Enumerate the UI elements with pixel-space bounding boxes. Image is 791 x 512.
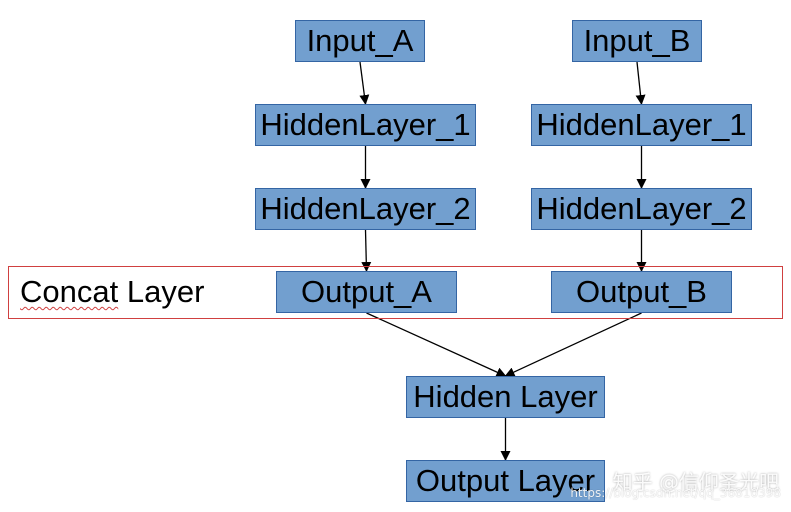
edge-output_a-to-hidden xyxy=(366,312,507,377)
watermark-text: 知乎 @信仰圣光吧 xyxy=(612,470,779,494)
edge-output_b-to-hidden xyxy=(504,312,642,377)
edge-hidden_a2-to-output_a xyxy=(361,229,372,272)
hidden-layer-1-a-node: HiddenLayer_1 xyxy=(255,104,476,146)
concat-layer-group xyxy=(8,266,783,319)
input-b-node: Input_B xyxy=(572,20,702,62)
concat-word: Concat xyxy=(20,274,119,309)
output-a-node: Output_A xyxy=(276,271,457,313)
output-b-node: Output_B xyxy=(551,271,732,313)
hidden-layer-1-b-node: HiddenLayer_1 xyxy=(531,104,752,146)
hidden-layer-2-b-node: HiddenLayer_2 xyxy=(531,188,752,230)
concat-layer-label: Concat Layer xyxy=(20,272,204,312)
input-a-node: Input_A xyxy=(295,20,425,62)
layer-word: Layer xyxy=(118,274,205,309)
edge-input_a-to-hidden_a1 xyxy=(359,61,370,105)
output-layer-node: Output Layer xyxy=(406,460,605,502)
hidden-layer-node: Hidden Layer xyxy=(406,376,605,418)
hidden-layer-2-a-node: HiddenLayer_2 xyxy=(255,188,476,230)
edge-input_b-to-hidden_b1 xyxy=(635,61,646,105)
watermark-url: https://blog.csdn.net/qq_36810398 xyxy=(570,486,781,500)
